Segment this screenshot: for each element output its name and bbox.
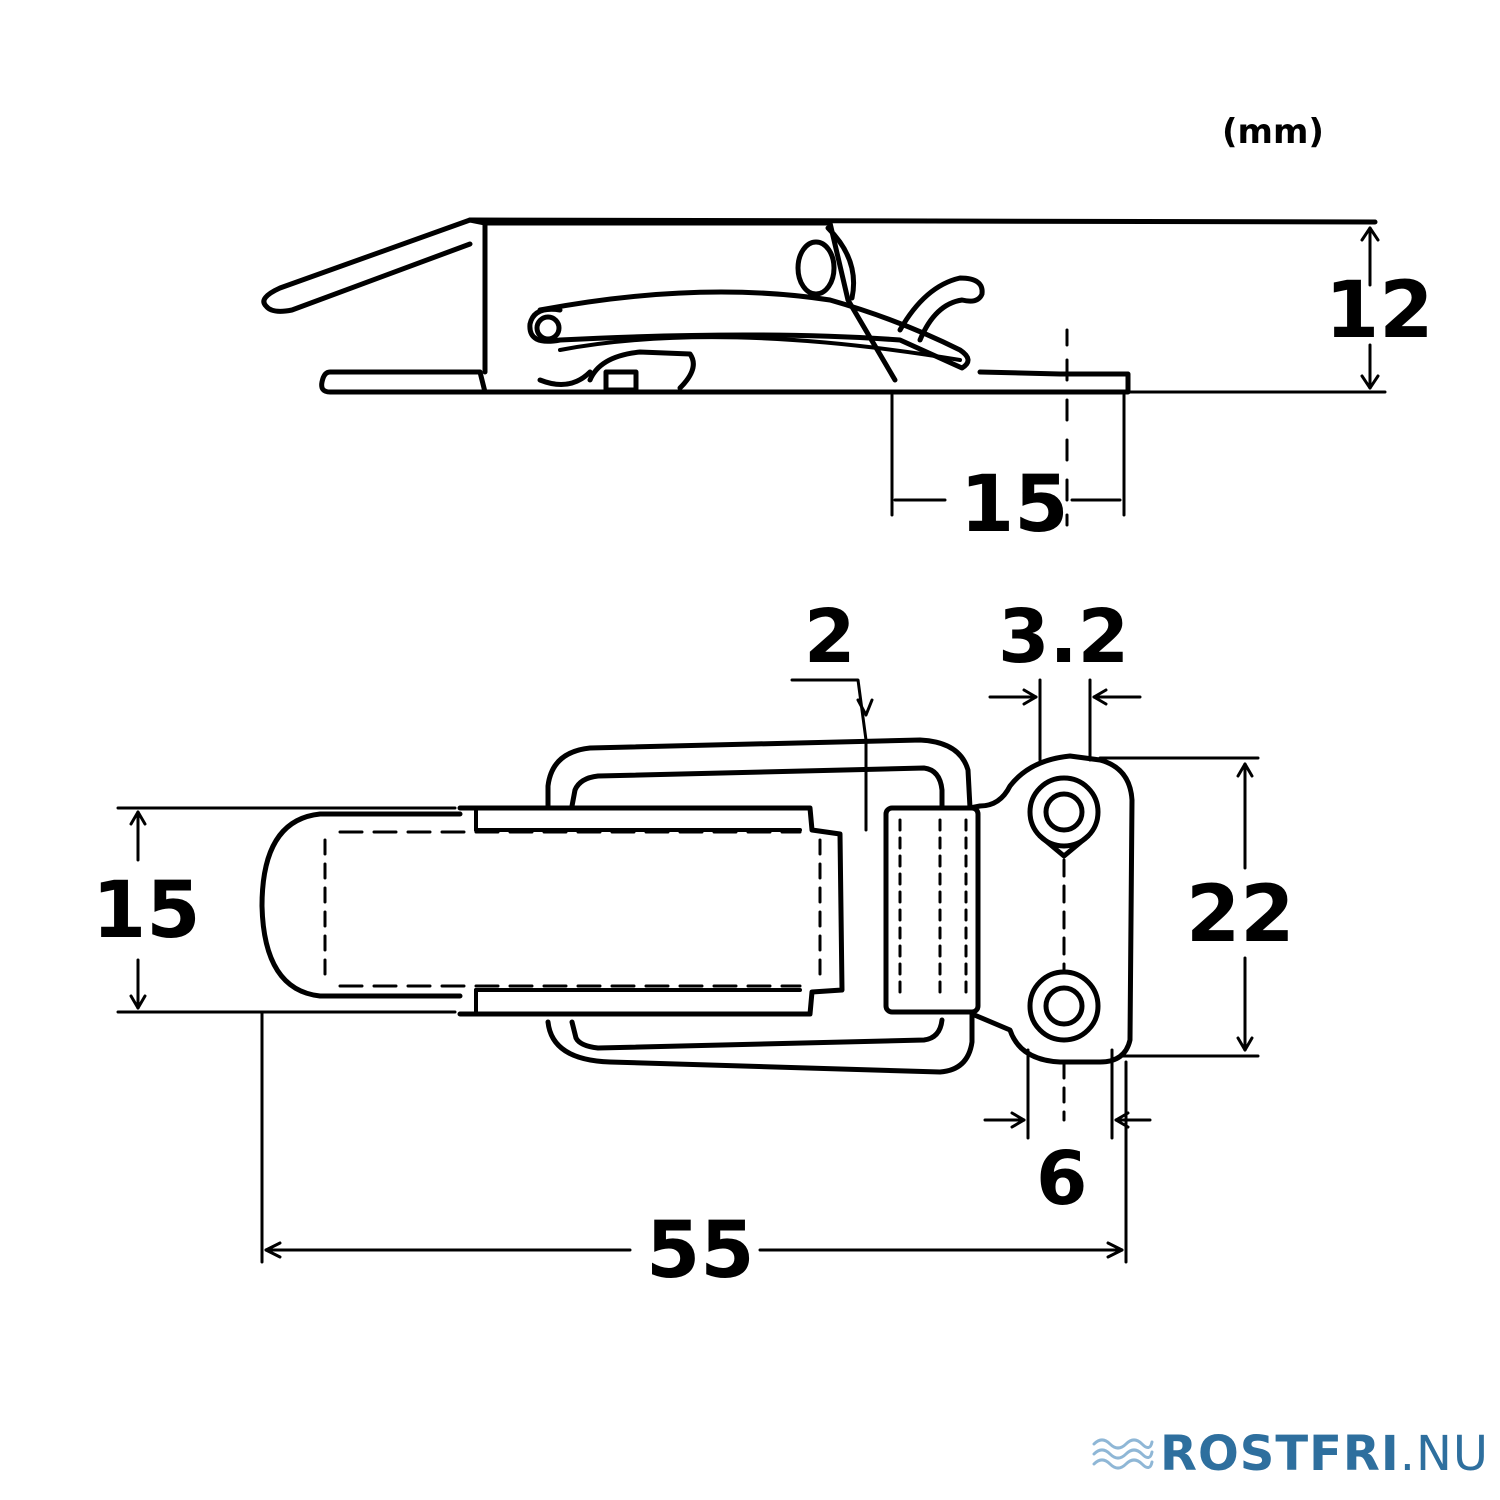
side-lever bbox=[527, 289, 971, 371]
dimension-plate-margin: 6 bbox=[1036, 1136, 1088, 1222]
brand-name: ROSTFRI.NU bbox=[1160, 1426, 1489, 1482]
top-latch-body bbox=[457, 805, 845, 1017]
top-hook-loop-inner bbox=[569, 765, 945, 811]
top-rounded-nose bbox=[259, 811, 463, 999]
brand-name-strong: ROSTFRI bbox=[1160, 1426, 1400, 1482]
brand-logo: ROSTFRI.NU bbox=[1090, 1424, 1489, 1484]
top-hinge-block bbox=[883, 805, 981, 1015]
top-mounting-hole-lower bbox=[1027, 969, 1101, 1043]
brand-name-light: .NU bbox=[1399, 1426, 1489, 1482]
side-base-plate bbox=[319, 369, 488, 395]
dimension-hole-spacing: 22 bbox=[1186, 870, 1295, 960]
dimension-hole-diameter: 3.2 bbox=[998, 594, 1130, 680]
side-hook bbox=[897, 275, 985, 343]
side-pivot bbox=[795, 239, 837, 297]
side-dimensions bbox=[890, 226, 1387, 527]
top-dimensions bbox=[116, 678, 1260, 1264]
waves-icon bbox=[1092, 1438, 1154, 1470]
dimension-hook-thickness: 2 bbox=[804, 594, 856, 680]
dimension-side-height: 12 bbox=[1325, 266, 1434, 356]
dimension-body-width: 15 bbox=[92, 866, 201, 956]
dimension-side-offset: 15 bbox=[960, 460, 1069, 550]
units-label: (mm) bbox=[1222, 112, 1324, 152]
top-mounting-hole-upper bbox=[1027, 775, 1101, 859]
latch-side-view bbox=[261, 217, 1378, 395]
dimension-overall-length: 55 bbox=[646, 1206, 755, 1296]
top-hook-loop-outer bbox=[545, 737, 1135, 1075]
latch-top-view bbox=[259, 737, 1135, 1122]
